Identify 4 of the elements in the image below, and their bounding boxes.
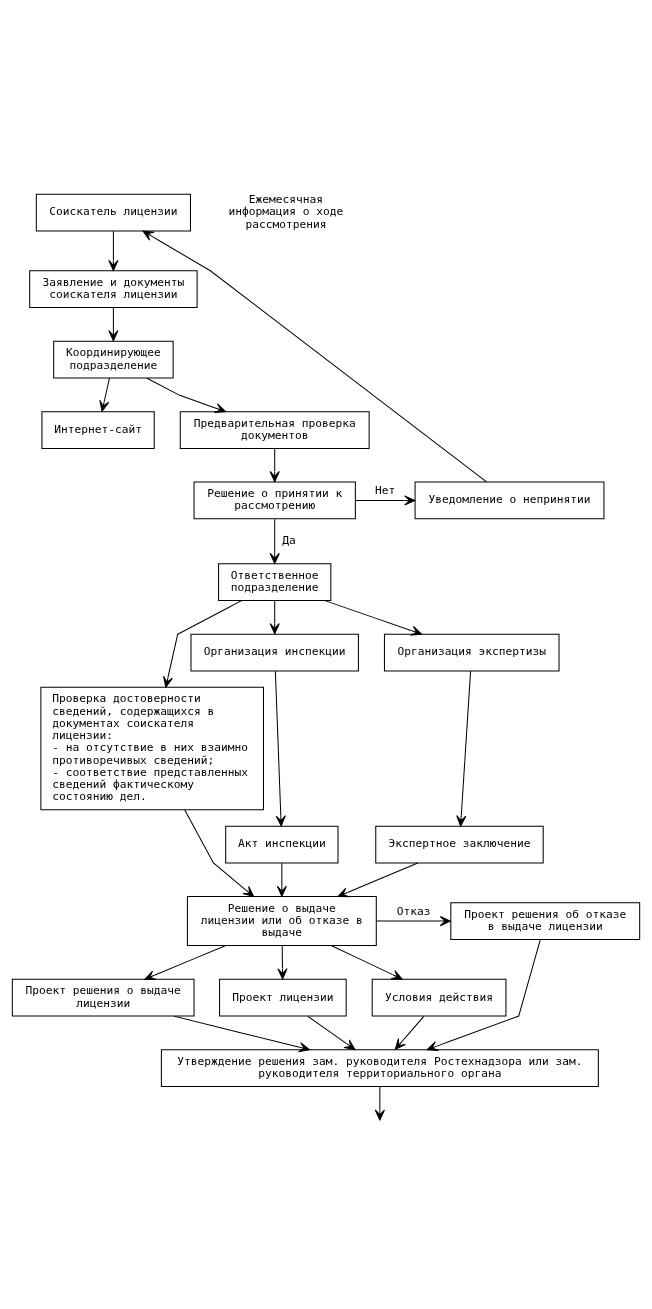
edge-label: Нет — [375, 484, 396, 498]
edge-label: Отказ — [396, 904, 431, 918]
edge-label: Да — [282, 534, 296, 548]
label: Ежемесячная информация о ходе рассмотрения — [228, 193, 344, 231]
